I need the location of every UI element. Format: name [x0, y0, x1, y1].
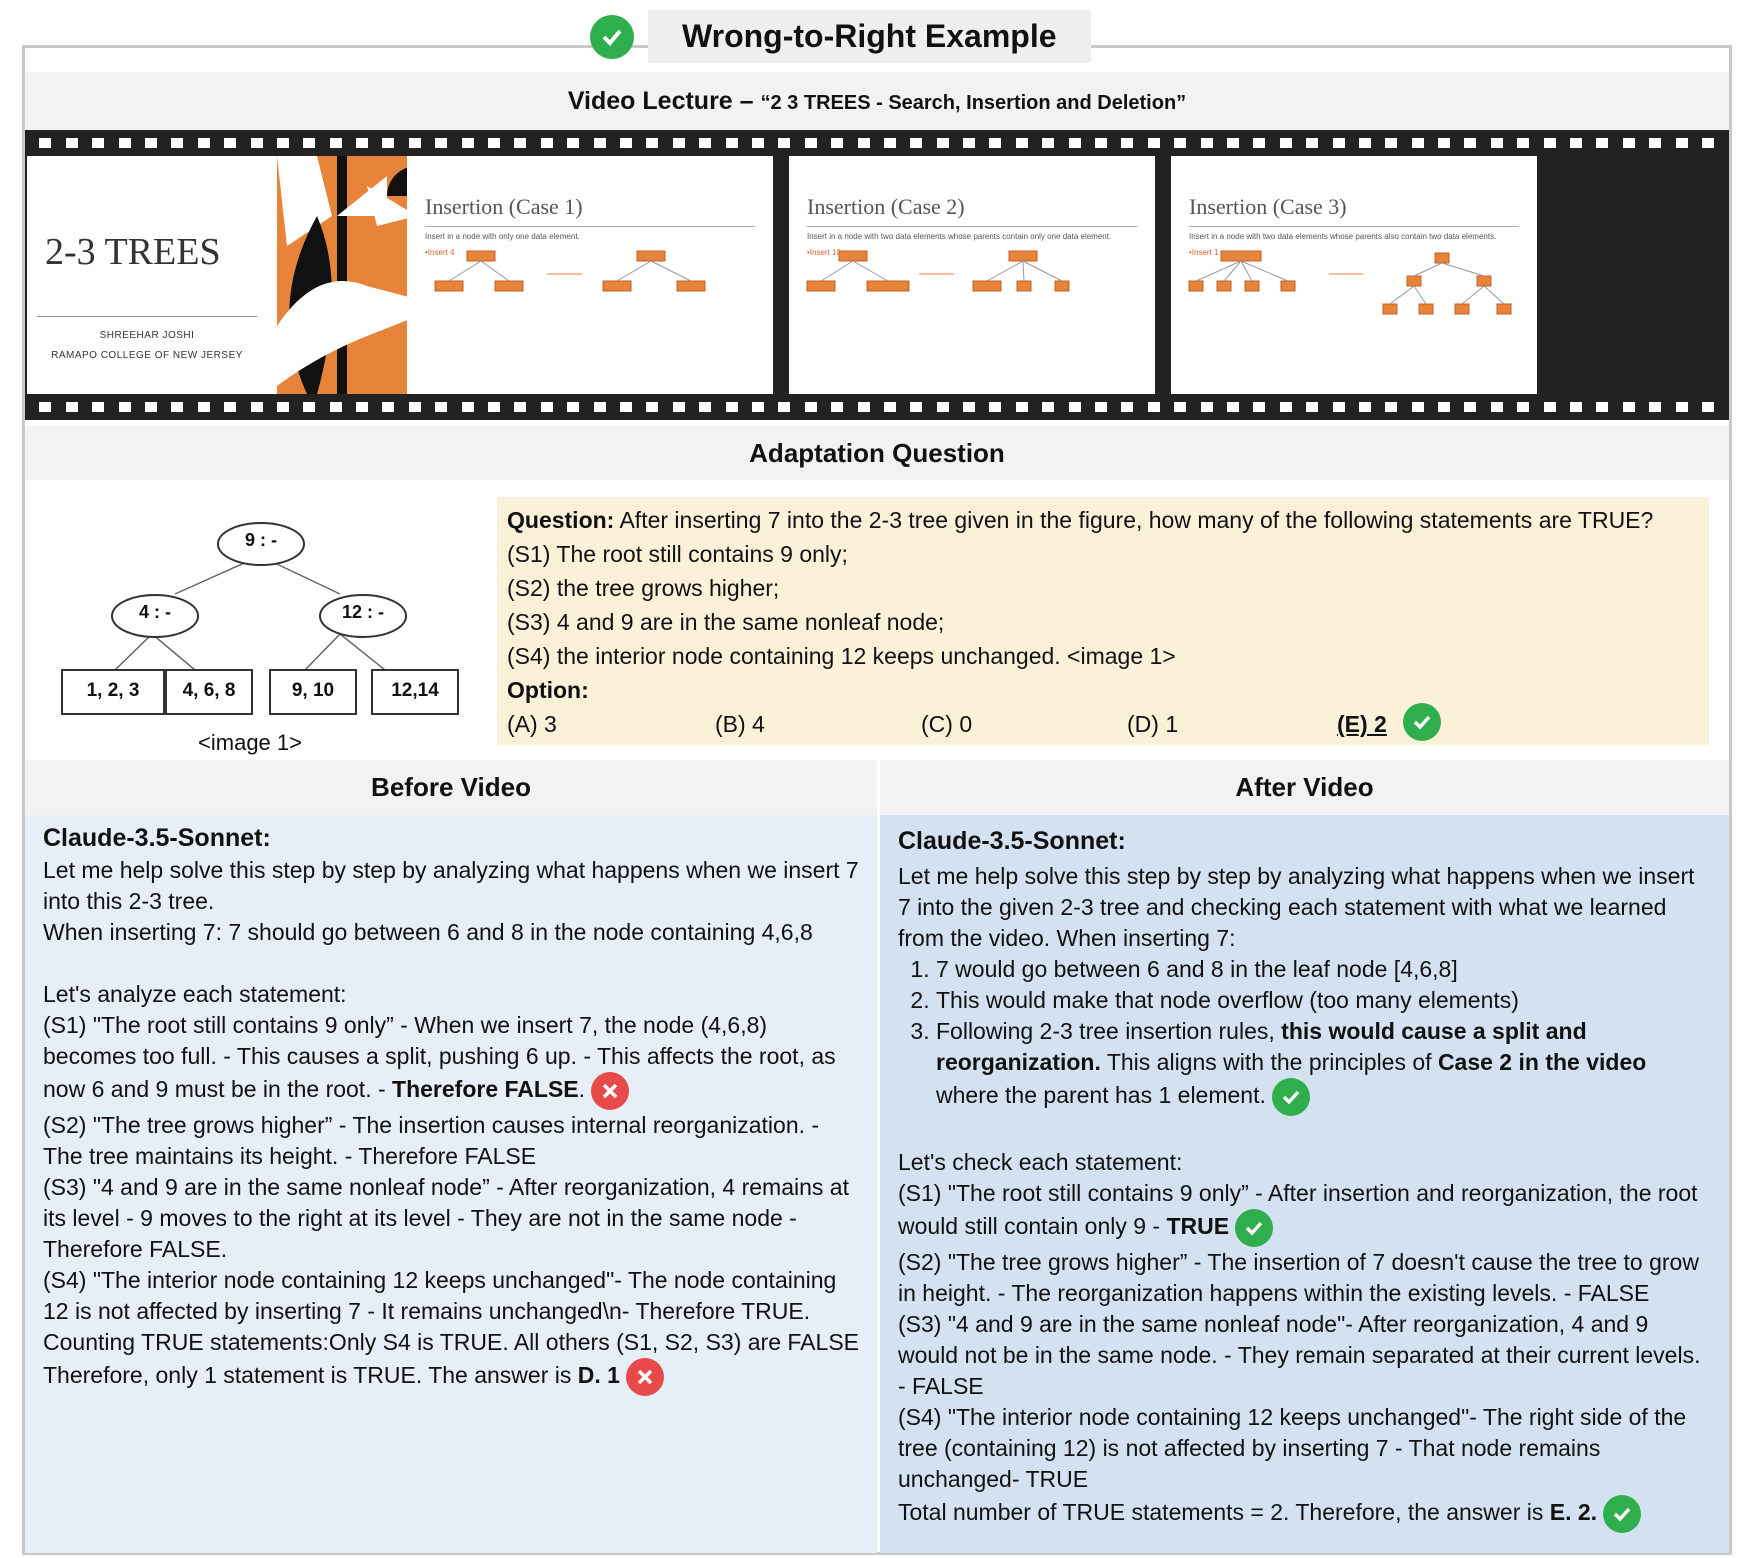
title-area: Wrong-to-Right Example: [590, 10, 1091, 63]
question-box: Question: After inserting 7 into the 2-3…: [497, 497, 1709, 745]
slide-case-3: Insertion (Case 3) Insert in a node with…: [1171, 156, 1537, 394]
statement-analysis: (S2) "The tree grows higher” - The inser…: [898, 1249, 1699, 1306]
response-text: Let's analyze each statement:: [43, 981, 347, 1007]
response-text: Let me help solve this step by step by a…: [898, 863, 1695, 951]
video-name: “2 3 TREES - Search, Insertion and Delet…: [760, 92, 1187, 114]
figure-caption: <image 1>: [198, 730, 302, 755]
tree-figure: [61, 522, 459, 715]
tree-diagram-case-1: [434, 250, 706, 292]
after-video-header: After Video: [880, 760, 1729, 815]
cover-author: SHREEHAR JOSHI: [99, 330, 195, 341]
slide-insert-note: •Insert 4: [425, 248, 455, 257]
tree-diagram-case-2: [806, 250, 1070, 292]
before-video-header: Before Video: [25, 760, 877, 815]
tree-leaf: 4, 6, 8: [182, 680, 236, 701]
film-perforation-top: [25, 130, 1729, 156]
statement: (S2) the tree grows higher;: [507, 575, 780, 601]
slide-subtitle: Insert in a node with only one data elem…: [425, 232, 580, 241]
option-e-correct: (E) 2: [1337, 711, 1387, 737]
statement-analysis: (S4) "The interior node containing 12 ke…: [898, 1404, 1687, 1492]
slide-subtitle: Insert in a node with two data elements …: [1189, 232, 1497, 241]
statement: (S1) The root still contains 9 only;: [507, 541, 848, 567]
slide-subtitle: Insert in a node with two data elements …: [807, 232, 1112, 241]
slide-insert-note: •Insert 10: [807, 248, 841, 257]
option-label: Option:: [507, 677, 589, 703]
option-a: (A) 3: [507, 711, 557, 737]
statement-analysis: (S1) "The root still contains 9 only” - …: [43, 1010, 859, 1110]
page-title: Wrong-to-Right Example: [648, 10, 1091, 63]
options-row: (A) 3 (B) 4 (C) 0 (D) 1 (E) 2: [507, 703, 1699, 743]
check-icon: [1235, 1209, 1274, 1247]
final-verdict: E. 2.: [1549, 1499, 1598, 1526]
tree-diagram-case-3: [1188, 250, 1512, 315]
question-label: Question:: [507, 507, 615, 533]
check-icon: [590, 14, 634, 59]
cover-slide: 2-3 TREES SHREEHAR JOSHI RAMAPO COLLEGE …: [27, 156, 439, 394]
check-icon: [1272, 1078, 1311, 1116]
final-answer: Therefore, only 1 statement is TRUE. The…: [43, 1358, 859, 1396]
statement-analysis: (S4) "The interior node containing 12 ke…: [43, 1267, 837, 1324]
tree-leaf: 9, 10: [291, 680, 335, 701]
final-verdict: D. 1: [577, 1362, 620, 1389]
before-video-panel: Claude-3.5-Sonnet: Let me help solve thi…: [25, 815, 877, 1553]
s1-verdict: Therefore FALSE: [392, 1076, 579, 1103]
final-text: Therefore, only 1 statement is TRUE. The…: [43, 1362, 578, 1389]
cover-college: RAMAPO COLLEGE OF NEW JERSEY: [51, 350, 243, 361]
adaptation-question-header: Adaptation Question: [25, 426, 1729, 480]
question-text: Question: After inserting 7 into the 2-3…: [507, 503, 1699, 537]
slide-title: Insertion (Case 3): [1189, 194, 1347, 219]
cover-title: 2-3 TREES: [45, 231, 221, 273]
s1-verdict: TRUE: [1166, 1213, 1230, 1240]
option-c: (C) 0: [921, 711, 973, 737]
tree-leaf: 12,14: [391, 680, 439, 701]
list-item: 7 would go between 6 and 8 in the leaf n…: [936, 954, 1711, 985]
wrong-icon: [626, 1358, 665, 1396]
statement-analysis: (S3) "4 and 9 are in the same nonleaf no…: [43, 1174, 849, 1262]
option-b: (B) 4: [715, 711, 765, 737]
response-text: Let me help solve this step by step by a…: [43, 857, 859, 914]
tree-left-node: 4 : -: [138, 602, 171, 622]
video-dash: –: [732, 87, 761, 115]
response-text: When inserting 7: 7 should go between 6 …: [43, 919, 813, 945]
s1-text: (S1) "The root still contains 9 only” - …: [43, 1012, 836, 1103]
final-answer: Total number of TRUE statements = 2. The…: [898, 1495, 1711, 1533]
wrong-icon: [591, 1072, 630, 1110]
slide-case-2: Insertion (Case 2) Insert in a node with…: [789, 156, 1155, 394]
response-text: Let's check each statement:: [898, 1149, 1183, 1175]
option-d: (D) 1: [1127, 711, 1179, 737]
statement-analysis: (S2) "The tree grows higher” - The inser…: [43, 1112, 820, 1169]
reasoning-list: 7 would go between 6 and 8 in the leaf n…: [898, 954, 1711, 1116]
model-name: Claude-3.5-Sonnet:: [43, 824, 271, 852]
response-text: Counting TRUE statements:Only S4 is TRUE…: [43, 1329, 859, 1355]
statement: (S4) the interior node containing 12 kee…: [507, 643, 1176, 669]
list-item: This would make that node overflow (too …: [936, 985, 1711, 1016]
tree-root-node: 9 : -: [244, 530, 277, 550]
video-lecture-header: Video Lecture – “2 3 TREES - Search, Ins…: [25, 72, 1729, 130]
tree-right-node: 12 : -: [341, 602, 384, 622]
model-name: Claude-3.5-Sonnet:: [898, 827, 1126, 855]
slide-title: Insertion (Case 2): [807, 194, 965, 219]
check-icon: [1403, 703, 1441, 741]
video-label: Video Lecture: [567, 87, 733, 115]
s1-end: .: [578, 1076, 586, 1103]
check-icon: [1603, 1495, 1642, 1533]
statement-analysis: (S3) "4 and 9 are in the same nonleaf no…: [898, 1311, 1701, 1399]
slide-insert-note: •Insert 1: [1189, 248, 1219, 257]
film-perforation-bottom: [25, 394, 1729, 420]
tree-leaf: 1, 2, 3: [86, 680, 140, 701]
video-filmstrip: 2-3 TREES SHREEHAR JOSHI RAMAPO COLLEGE …: [25, 130, 1729, 420]
slide-title: Insertion (Case 1): [425, 194, 583, 219]
after-video-panel: Claude-3.5-Sonnet: Let me help solve thi…: [880, 815, 1729, 1553]
slide-case-1: Insertion (Case 1) Insert in a node with…: [407, 156, 773, 394]
question-body: After inserting 7 into the 2-3 tree give…: [614, 507, 1654, 533]
list-item: Following 2-3 tree insertion rules, this…: [936, 1016, 1711, 1116]
statement-analysis: (S1) "The root still contains 9 only” - …: [898, 1178, 1711, 1247]
statement: (S3) 4 and 9 are in the same nonleaf nod…: [507, 609, 945, 635]
